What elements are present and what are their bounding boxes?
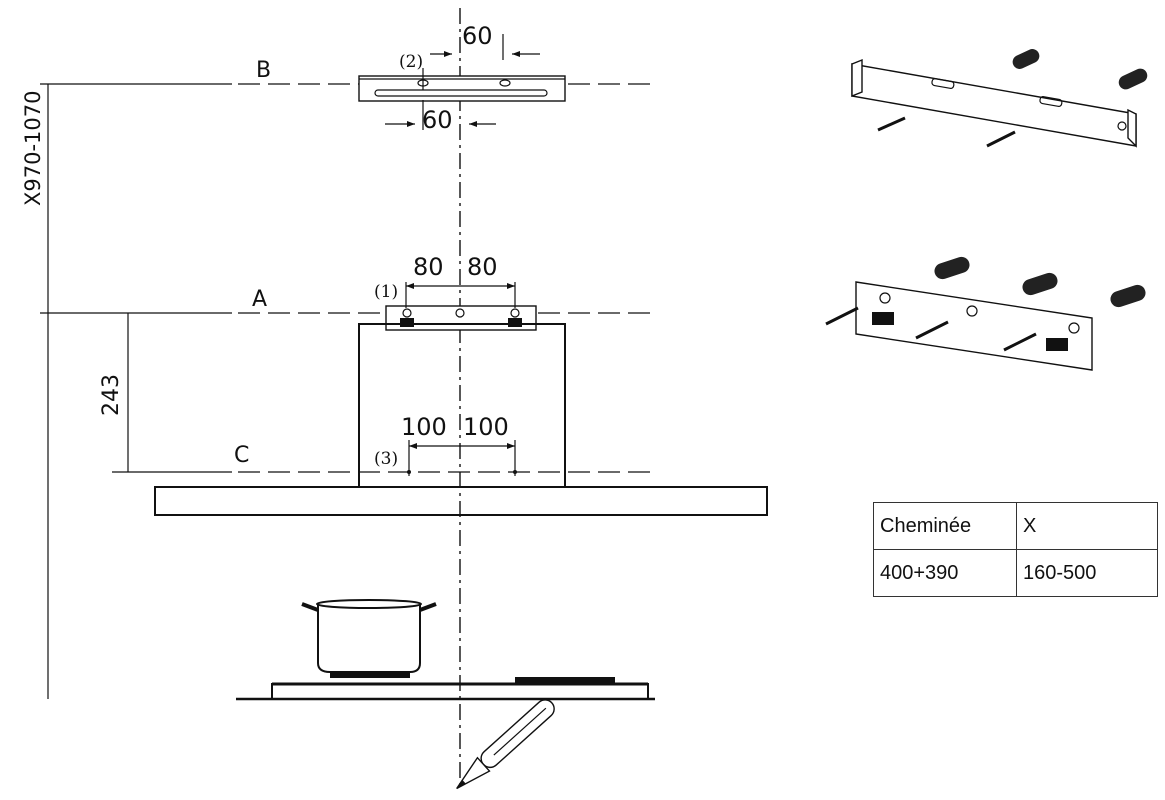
screw-icon xyxy=(825,306,1037,352)
wall-bracket-upper-icon xyxy=(851,58,1137,148)
point-1-label: (1) xyxy=(374,282,398,302)
total-height-label: X970-1070 xyxy=(21,91,45,207)
dim-bracket-80-left: 80 xyxy=(413,253,444,281)
dim-bracket-80-right: 80 xyxy=(467,253,498,281)
spec-table: Cheminée X 400+390 160-500 xyxy=(873,502,1158,597)
table-header-row: Cheminée X xyxy=(873,502,1158,550)
dim-top-60-lower: 60 xyxy=(422,106,453,134)
hood-chimney xyxy=(358,323,566,487)
hood-canopy xyxy=(154,486,768,516)
hob-icon xyxy=(236,677,655,701)
wall-plug-icon xyxy=(1012,49,1148,90)
table-header-cell: X xyxy=(1016,502,1158,550)
wall-plug-icon xyxy=(934,256,1146,308)
screw-icon xyxy=(877,116,1016,148)
dim-hole-100-left: 100 xyxy=(401,413,447,441)
hood-height-label: 243 xyxy=(99,374,124,416)
table-cell: 400+390 xyxy=(873,549,1017,597)
table-header-cell: Cheminée xyxy=(873,502,1017,550)
upper-bracket xyxy=(358,75,566,102)
line-b-label: B xyxy=(256,58,271,83)
line-c-label: C xyxy=(234,443,249,468)
dim-hole-100-right: 100 xyxy=(463,413,509,441)
line-a-label: A xyxy=(252,287,267,312)
pot-icon xyxy=(301,599,437,678)
lower-bracket xyxy=(385,305,537,331)
dim-top-60-upper: 60 xyxy=(462,22,493,50)
point-2-label: (2) xyxy=(399,52,423,72)
table-cell: 160-500 xyxy=(1016,549,1158,597)
table-row: 400+390 160-500 xyxy=(873,549,1158,597)
wall-bracket-lower-icon xyxy=(855,281,1093,371)
point-3-label: (3) xyxy=(374,449,398,469)
pencil-icon xyxy=(456,699,555,790)
